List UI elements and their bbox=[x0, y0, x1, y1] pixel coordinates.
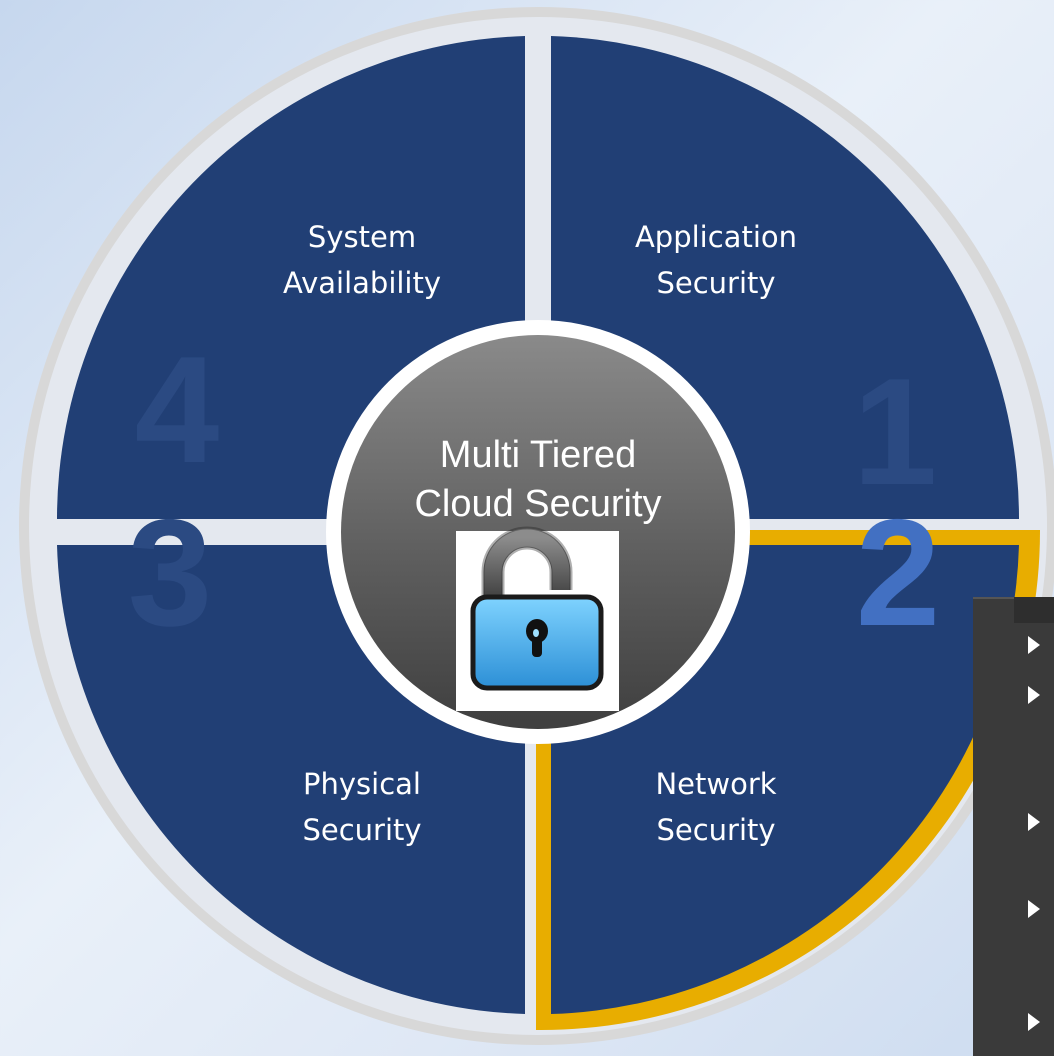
quadrant-2-label-line2: Security bbox=[656, 813, 775, 847]
triangle-right-icon bbox=[1028, 636, 1040, 654]
quadrant-3-label-line1: Physical bbox=[303, 767, 421, 801]
quadrant-4-label-line1: System bbox=[308, 220, 416, 254]
quadrant-3-label-line2: Security bbox=[302, 813, 421, 847]
quadrant-1-number: 1 bbox=[853, 347, 938, 517]
center-title-line2: Cloud Security bbox=[414, 483, 661, 525]
center-title-line1: Multi Tiered bbox=[440, 434, 636, 476]
side-panel bbox=[973, 597, 1054, 1056]
triangle-right-icon bbox=[1028, 686, 1040, 704]
side-panel-header bbox=[1014, 597, 1054, 623]
padlock-open-icon bbox=[456, 526, 619, 711]
quadrant-1-label-line1: Application bbox=[635, 220, 797, 254]
quadrant-4-label-line2: Availability bbox=[283, 266, 441, 300]
quadrant-1-label-line2: Security bbox=[656, 266, 775, 300]
triangle-right-icon bbox=[1028, 1013, 1040, 1031]
triangle-right-icon bbox=[1028, 813, 1040, 831]
quadrant-2-label-line1: Network bbox=[655, 767, 776, 801]
triangle-right-icon bbox=[1028, 900, 1040, 918]
quadrant-2-number: 2 bbox=[856, 488, 941, 658]
quadrant-3-number: 3 bbox=[128, 488, 213, 658]
quadrant-4-number: 4 bbox=[135, 325, 220, 495]
